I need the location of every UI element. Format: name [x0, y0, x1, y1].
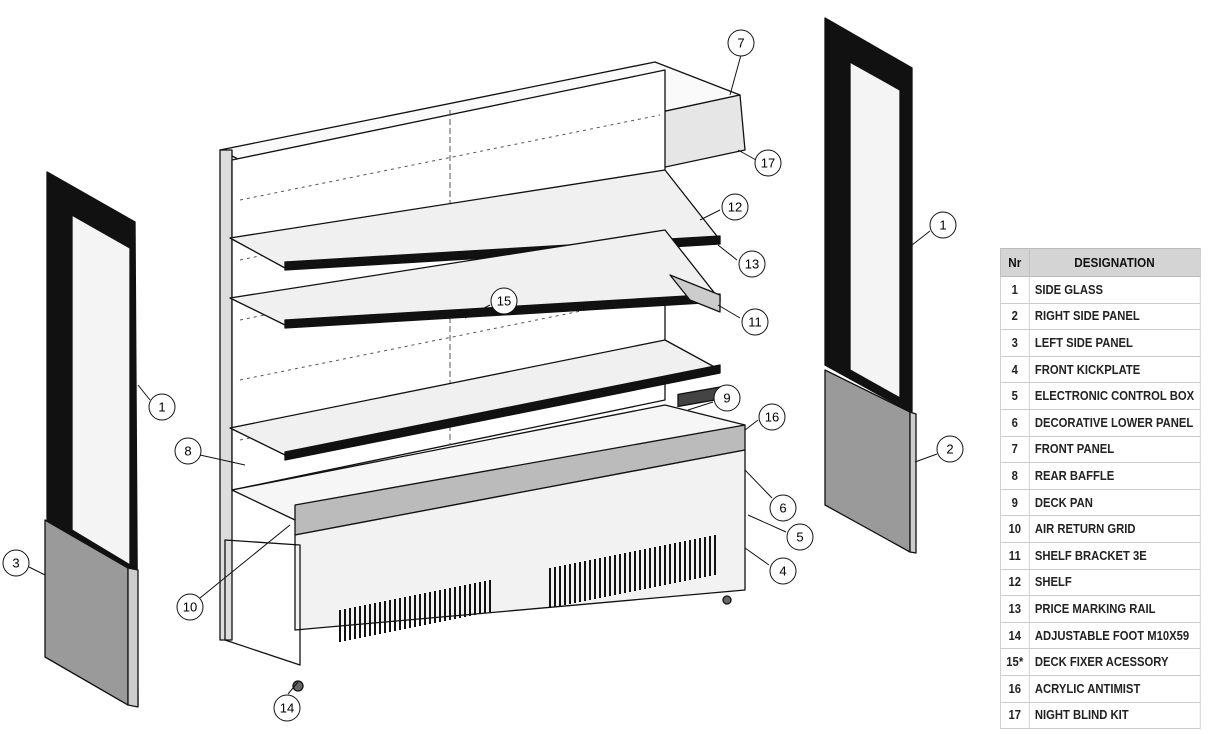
part-number: 15*: [1000, 648, 1030, 676]
part-designation: DECK FIXER ACESSORY: [1028, 648, 1201, 676]
callout-1-left: 1: [148, 393, 176, 421]
part-designation: NIGHT BLIND KIT: [1028, 701, 1201, 730]
callout-15: 15: [490, 287, 518, 315]
svg-text:8: 8: [184, 444, 191, 459]
svg-text:13: 13: [745, 257, 759, 272]
svg-text:4: 4: [779, 564, 786, 579]
callout-7: 7: [727, 29, 755, 57]
callout-2: 2: [936, 435, 964, 463]
svg-text:9: 9: [723, 391, 730, 406]
callout-17: 17: [754, 149, 782, 177]
part-designation: LEFT SIDE PANEL: [1028, 329, 1201, 357]
part-designation: PRICE MARKING RAIL: [1028, 595, 1201, 623]
part-designation: FRONT KICKPLATE: [1028, 355, 1201, 384]
callout-10: 10: [176, 593, 204, 621]
svg-text:15: 15: [497, 294, 511, 309]
part-designation: SHELF: [1028, 568, 1201, 597]
part-number: 9: [1000, 488, 1030, 517]
part-designation: ADJUSTABLE FOOT M10X59: [1028, 621, 1201, 650]
svg-text:3: 3: [12, 556, 19, 571]
part-number: 6: [1000, 408, 1030, 437]
svg-text:17: 17: [761, 156, 775, 171]
part-designation: ELECTRONIC CONTROL BOX: [1028, 382, 1201, 410]
callout-5: 5: [786, 523, 814, 551]
callout-16: 16: [758, 403, 786, 431]
part-number: 7: [1000, 435, 1030, 464]
part-number: 2: [1000, 302, 1030, 331]
part-number: 12: [1000, 568, 1030, 597]
part-designation: DECORATIVE LOWER PANEL: [1028, 408, 1201, 437]
callout-9: 9: [713, 384, 741, 412]
svg-text:6: 6: [779, 501, 786, 516]
svg-text:14: 14: [280, 701, 294, 716]
callout-8: 8: [174, 437, 202, 465]
part-designation: RIGHT SIDE PANEL: [1028, 302, 1201, 331]
table-row: 15*DECK FIXER ACESSORY: [1000, 648, 1201, 676]
part-designation: AIR RETURN GRID: [1028, 515, 1201, 543]
part-designation: FRONT PANEL: [1028, 435, 1201, 464]
svg-text:1: 1: [158, 400, 165, 415]
part-designation: ACRYLIC ANTIMIST: [1028, 674, 1201, 703]
callout-11: 11: [741, 308, 769, 336]
svg-text:10: 10: [183, 600, 197, 615]
svg-text:5: 5: [796, 530, 803, 545]
callout-1-right: 1: [929, 211, 957, 239]
part-number: 16: [1000, 674, 1030, 703]
callout-6: 6: [769, 494, 797, 522]
part-number: 3: [1000, 329, 1030, 357]
part-designation: SHELF BRACKET 3E: [1028, 541, 1201, 570]
header-nr: Nr: [1000, 248, 1030, 277]
part-designation: DECK PAN: [1028, 488, 1201, 517]
svg-text:1: 1: [939, 218, 946, 233]
svg-text:12: 12: [728, 200, 742, 215]
part-number: 10: [1000, 515, 1030, 543]
part-number: 13: [1000, 595, 1030, 623]
svg-text:2: 2: [946, 442, 953, 457]
svg-text:11: 11: [748, 315, 762, 330]
part-designation: REAR BAFFLE: [1028, 462, 1201, 490]
part-number: 17: [1000, 701, 1030, 730]
part-number: 1: [1000, 276, 1030, 304]
part-number: 11: [1000, 541, 1030, 570]
callout-3: 3: [2, 549, 30, 577]
part-designation: SIDE GLASS: [1028, 276, 1201, 304]
callout-14: 14: [273, 694, 301, 722]
right-side-panel: [824, 17, 917, 554]
left-side-panel: [44, 171, 139, 708]
part-number: 4: [1000, 355, 1030, 384]
part-number: 14: [1000, 621, 1030, 650]
svg-text:16: 16: [765, 410, 779, 425]
svg-text:7: 7: [737, 36, 744, 51]
callouts: 7 17 12 13 15 11 9 16 6 5 4 8 10 14 1 3 …: [2, 29, 964, 722]
part-number: 5: [1000, 382, 1030, 410]
part-number: 8: [1000, 462, 1030, 490]
callout-13: 13: [738, 250, 766, 278]
cabinet-body: [219, 61, 746, 692]
callout-12: 12: [721, 193, 749, 221]
header-designation: DESIGNATION: [1028, 248, 1201, 277]
table-header-row: Nr DESIGNATION: [1000, 248, 1201, 277]
callout-4: 4: [769, 557, 797, 585]
